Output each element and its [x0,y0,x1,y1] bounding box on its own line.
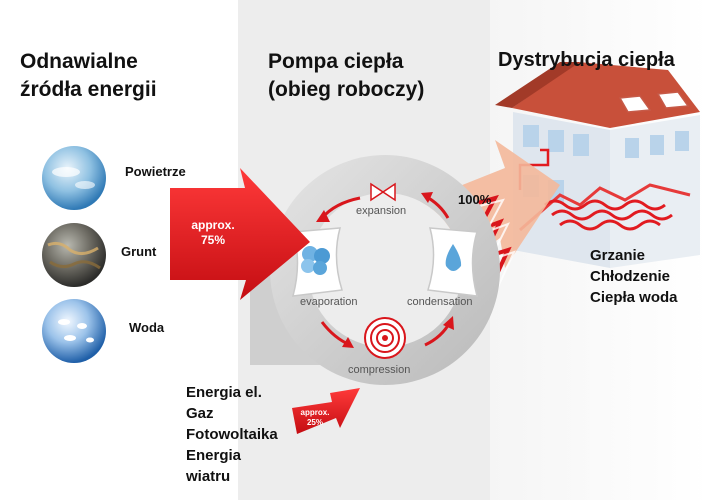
compression-label: compression [348,364,411,376]
expansion-valve-icon [370,182,396,202]
expansion-label: expansion [356,205,407,217]
compressor-spiral-icon [364,317,406,359]
energy-input-item: Energia el. [186,384,262,401]
pump-title: Pompa ciepła (obieg roboczy) [268,50,425,101]
output-percent: 100% [458,192,492,207]
evaporation-label: evaporation [300,296,358,308]
distribution-title: Dystrybucja ciepła [498,49,675,71]
condenser-icon [427,227,479,297]
ground-sphere-icon [42,223,106,287]
sources-title: Odnawialne źródła energii [20,50,157,101]
energy-input-item: Fotowoltaika [186,426,278,443]
source-label-water: Woda [129,320,165,335]
small-energy-arrow [292,388,360,434]
water-sphere-icon [42,299,106,363]
heat-use-item: Chłodzenie [590,268,671,285]
source-label-ground: Grunt [121,244,157,259]
main-energy-arrow [170,168,310,300]
heat-pipe [469,194,512,286]
air-sphere-icon [42,146,106,210]
energy-input-item: wiatru [186,468,231,485]
heat-use-item: Ciepła woda [590,289,678,306]
condensation-label: condensation [407,296,473,308]
energy-inputs-list: Energia el. Gaz Fotowoltaika Energia wia… [186,382,278,487]
small-arrow-label: approx. 25% [300,408,330,427]
cycle-arrows [316,192,454,348]
heat-uses-list: Grzanie Chłodzenie Ciepła woda [590,245,678,308]
heat-use-item: Grzanie [590,247,646,264]
cycle-ring [250,155,500,385]
energy-input-item: Gaz [186,405,214,422]
energy-input-item: Energia [186,447,242,464]
main-arrow-label: approx. 75% [191,218,235,247]
source-label-air: Powietrze [125,164,186,179]
